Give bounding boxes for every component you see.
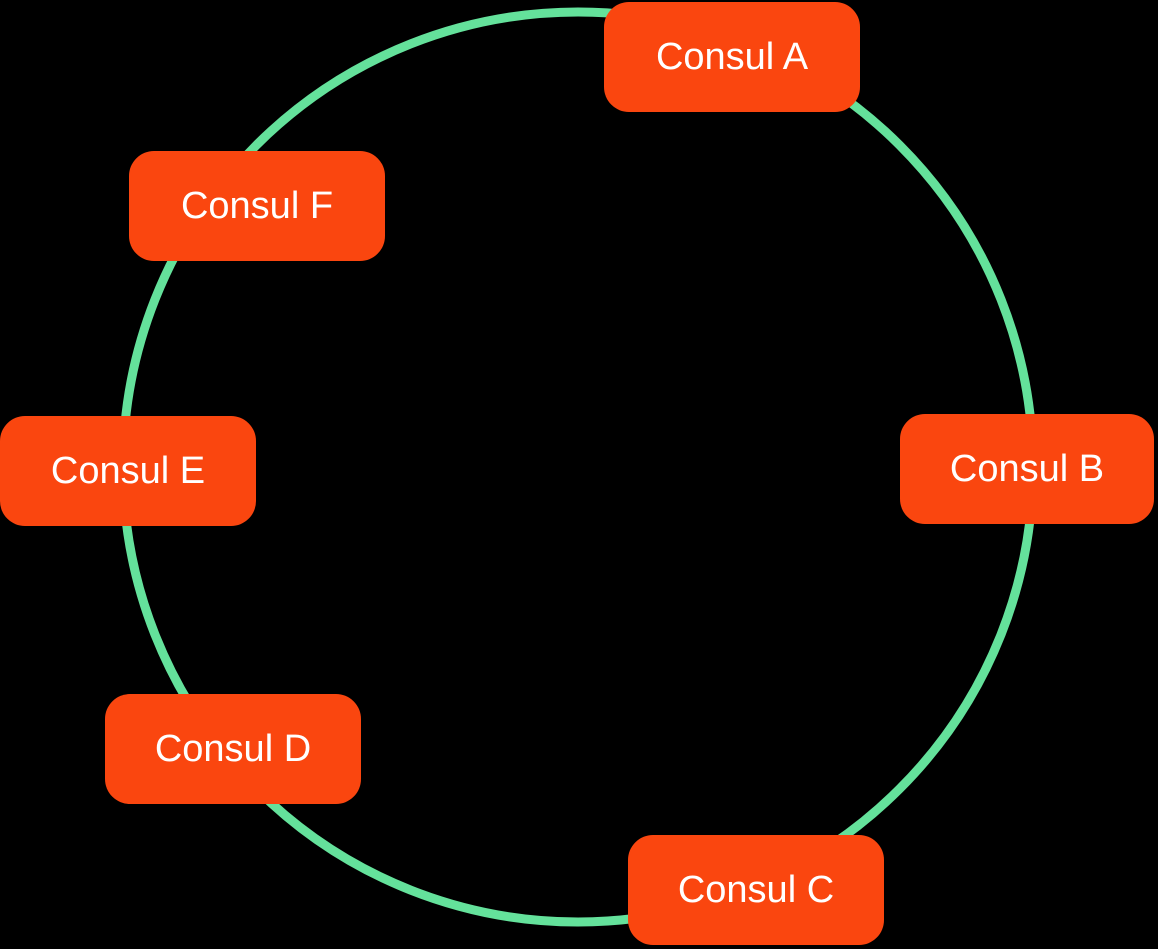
node-consul-d: Consul D: [105, 694, 361, 804]
node-consul-b-label: Consul B: [949, 448, 1105, 490]
node-consul-d-label: Consul D: [154, 728, 312, 770]
node-consul-f-label: Consul F: [180, 185, 334, 227]
node-consul-a-label: Consul A: [655, 36, 809, 78]
node-consul-c-label: Consul C: [677, 869, 835, 911]
node-consul-e-label: Consul E: [50, 450, 206, 492]
node-consul-b: Consul B: [900, 414, 1154, 524]
node-consul-c: Consul C: [628, 835, 884, 945]
node-consul-e: Consul E: [0, 416, 256, 526]
node-consul-f: Consul F: [129, 151, 385, 261]
node-consul-a: Consul A: [604, 2, 860, 112]
